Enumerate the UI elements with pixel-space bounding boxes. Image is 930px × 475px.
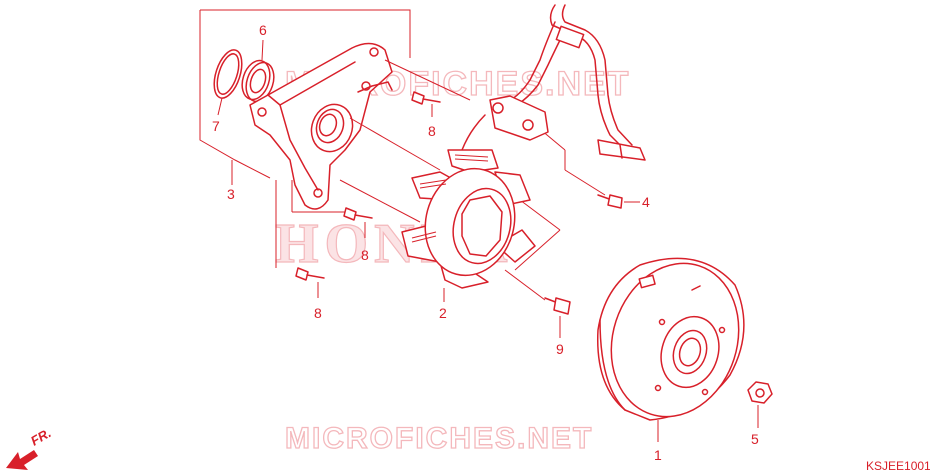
oil-seal-part-6 xyxy=(241,39,275,103)
diagram-code: KSJEE1001 xyxy=(866,459,930,473)
callout-part-2[interactable]: 2 xyxy=(439,305,447,321)
bolt-part-8c xyxy=(295,267,325,298)
callout-part-8a[interactable]: 8 xyxy=(428,123,436,139)
callout-part-7[interactable]: 7 xyxy=(212,118,220,134)
assembly-bracket xyxy=(199,9,411,185)
nut-part-5 xyxy=(747,381,773,428)
callout-part-8c[interactable]: 8 xyxy=(314,305,322,321)
bolt-part-8a xyxy=(411,91,441,117)
callout-part-9[interactable]: 9 xyxy=(556,341,564,357)
callout-part-4[interactable]: 4 xyxy=(642,194,650,210)
bolt-part-8b xyxy=(343,207,373,238)
screw-part-4 xyxy=(597,194,640,209)
callout-part-8b[interactable]: 8 xyxy=(361,247,369,263)
callout-part-6[interactable]: 6 xyxy=(259,22,267,38)
o-ring-part-7 xyxy=(213,49,243,116)
front-label: FR. xyxy=(28,425,54,448)
wire-harness xyxy=(461,4,646,161)
callout-part-5[interactable]: 5 xyxy=(751,431,759,447)
callout-part-1[interactable]: 1 xyxy=(654,447,662,463)
bolt-part-9 xyxy=(544,297,571,338)
front-arrow-icon xyxy=(6,450,38,470)
stator-base-part-3 xyxy=(249,42,393,210)
front-direction-marker: FR. xyxy=(6,425,54,470)
callout-part-3[interactable]: 3 xyxy=(227,186,235,202)
stator-part-2 xyxy=(401,149,536,289)
watermark-bottom: MICROFICHES.NET xyxy=(285,422,593,455)
leader-lines xyxy=(275,59,606,301)
flywheel-part-1 xyxy=(596,257,745,421)
